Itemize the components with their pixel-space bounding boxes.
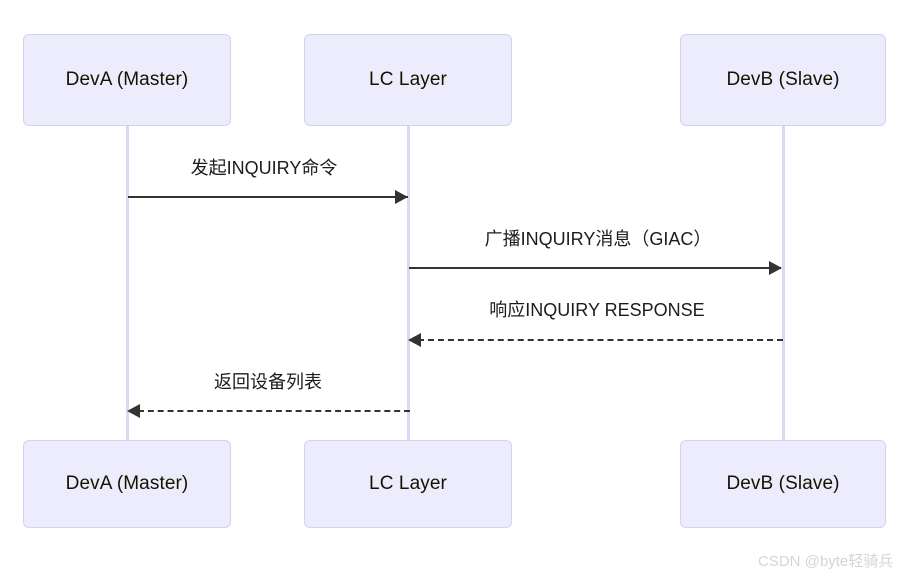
- message-line-1: [128, 196, 408, 198]
- participant-box-deva-bottom[interactable]: DevA (Master): [23, 440, 231, 528]
- message-line-4: [138, 410, 410, 412]
- watermark-text: CSDN @byte轻骑兵: [758, 553, 894, 570]
- message-label-4: 返回设备列表: [214, 372, 322, 392]
- lifeline-lc-layer: [407, 125, 410, 441]
- participant-label-deva-bottom: DevA (Master): [65, 473, 189, 494]
- message-line-2: [409, 267, 781, 269]
- participant-box-deva-top[interactable]: DevA (Master): [23, 34, 231, 126]
- participant-label-devb-top: DevB (Slave): [726, 69, 840, 90]
- participant-box-lc-layer-bottom[interactable]: LC Layer: [304, 440, 512, 528]
- message-arrowhead-3: [408, 333, 421, 347]
- participant-label-lc-layer-top: LC Layer: [369, 69, 447, 90]
- lifeline-deva: [126, 125, 129, 441]
- lifeline-devb: [782, 125, 785, 441]
- participant-label-deva-top: DevA (Master): [65, 69, 189, 90]
- participant-label-lc-layer-bottom: LC Layer: [369, 473, 447, 494]
- message-arrowhead-2: [769, 261, 782, 275]
- message-arrowhead-4: [127, 404, 140, 418]
- participant-box-devb-bottom[interactable]: DevB (Slave): [680, 440, 886, 528]
- message-label-1: 发起INQUIRY命令: [190, 158, 338, 178]
- participant-label-devb-bottom: DevB (Slave): [726, 473, 840, 494]
- participant-box-devb-top[interactable]: DevB (Slave): [680, 34, 886, 126]
- message-label-3: 响应INQUIRY RESPONSE: [489, 300, 705, 320]
- message-line-3: [418, 339, 783, 341]
- message-label-2: 广播INQUIRY消息（GIAC）: [484, 229, 712, 249]
- participant-box-lc-layer-top[interactable]: LC Layer: [304, 34, 512, 126]
- message-arrowhead-1: [395, 190, 408, 204]
